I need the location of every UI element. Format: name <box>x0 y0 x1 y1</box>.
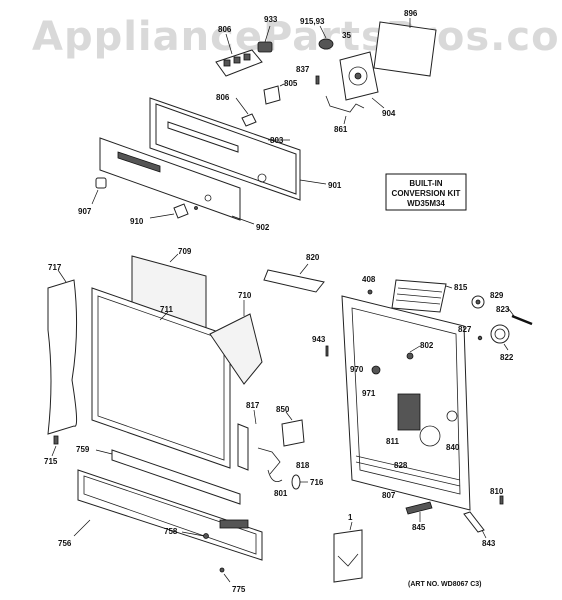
part-910-knob <box>149 203 198 219</box>
label-850: 850 <box>276 405 290 414</box>
part-850-plate <box>281 411 305 447</box>
label-811: 811 <box>386 437 399 446</box>
label-807: 807 <box>382 491 396 500</box>
part-817-bracket <box>237 409 257 471</box>
part-845-strip <box>405 501 433 522</box>
label-970: 970 <box>350 365 364 374</box>
label-971: 971 <box>362 389 376 398</box>
part-820-dispenser <box>263 263 325 293</box>
part-806-switch-assembly <box>215 33 263 77</box>
label-803: 803 <box>270 136 284 145</box>
part-1-manual <box>333 521 363 583</box>
kit-line-2: CONVERSION KIT <box>392 189 461 198</box>
part-843-strip <box>463 511 487 539</box>
label-915: 915,93 <box>300 17 325 26</box>
label-907: 907 <box>78 207 92 216</box>
part-829-gear <box>471 295 485 309</box>
label-861: 861 <box>334 125 348 134</box>
label-715: 715 <box>44 457 58 466</box>
label-845: 845 <box>412 523 426 532</box>
part-717-insulation-blanket <box>47 269 78 435</box>
label-805: 805 <box>284 79 298 88</box>
part-716-spring <box>291 474 308 490</box>
label-709: 709 <box>178 247 192 256</box>
conversion-kit-box: BUILT-IN CONVERSION KIT WD35M34 <box>385 173 467 211</box>
part-711-outer-door-panel <box>91 287 231 469</box>
kit-line-3: WD35M34 <box>407 199 445 208</box>
part-775-screw <box>219 567 231 583</box>
part-901-control-panel <box>149 97 327 201</box>
label-823: 823 <box>496 305 510 314</box>
label-408: 408 <box>362 275 376 284</box>
part-408-screw <box>367 289 373 295</box>
part-861-bracket <box>325 95 365 125</box>
label-806-mid: 806 <box>216 93 230 102</box>
part-758-screw <box>181 531 209 539</box>
label-35: 35 <box>342 31 351 40</box>
label-711: 711 <box>160 305 173 314</box>
part-837-screw <box>315 75 320 85</box>
watermark: AppliancePartsPros.com <box>32 14 562 60</box>
label-717: 717 <box>48 263 62 272</box>
label-801: 801 <box>274 489 288 498</box>
label-822: 822 <box>500 353 514 362</box>
part-815-vent <box>391 279 453 313</box>
part-715-screw <box>51 435 59 457</box>
part-806-switch-cover <box>235 97 257 127</box>
label-840: 840 <box>446 443 460 452</box>
label-896: 896 <box>404 9 418 18</box>
part-823-shaft <box>507 307 533 326</box>
label-820: 820 <box>306 253 320 262</box>
label-933: 933 <box>264 15 278 24</box>
part-915-knob <box>318 25 334 50</box>
part-818-hinge <box>257 447 281 475</box>
part-759-toe-kick-bracket <box>95 449 241 505</box>
label-716: 716 <box>310 478 324 487</box>
label-904: 904 <box>382 109 396 118</box>
part-710-insulation <box>209 300 263 385</box>
label-710: 710 <box>238 291 252 300</box>
part-933-switch <box>257 25 273 53</box>
label-817: 817 <box>246 401 260 410</box>
label-758: 758 <box>164 527 178 536</box>
part-943-screw <box>325 345 329 357</box>
part-822-gear <box>490 324 510 351</box>
label-802: 802 <box>420 341 434 350</box>
part-902-front-panel <box>99 137 255 225</box>
art-number: (ART NO. WD8067 C3) <box>408 581 482 588</box>
label-759: 759 <box>76 445 90 454</box>
part-810-screw <box>499 495 504 505</box>
label-818: 818 <box>296 461 310 470</box>
label-910: 910 <box>130 217 144 226</box>
label-943: 943 <box>312 335 326 344</box>
label-815: 815 <box>454 283 468 292</box>
part-896-control-board <box>373 18 437 77</box>
label-843: 843 <box>482 539 496 548</box>
label-1: 1 <box>348 513 353 522</box>
label-827: 827 <box>458 325 472 334</box>
part-827-screw <box>477 335 483 341</box>
label-775: 775 <box>232 585 246 594</box>
kit-line-1: BUILT-IN <box>409 179 442 188</box>
label-902: 902 <box>256 223 270 232</box>
part-904-timer <box>339 51 385 109</box>
label-829: 829 <box>490 291 504 300</box>
label-901: 901 <box>328 181 342 190</box>
label-756: 756 <box>58 539 72 548</box>
label-806-top: 806 <box>218 25 232 34</box>
label-810: 810 <box>490 487 504 496</box>
part-805-bracket <box>263 83 285 105</box>
part-756-toe-kick <box>73 469 263 561</box>
part-801-link <box>267 469 283 483</box>
label-828: 828 <box>394 461 408 470</box>
part-807-inner-door <box>341 295 471 511</box>
label-837: 837 <box>296 65 310 74</box>
part-907-knob <box>91 177 107 205</box>
